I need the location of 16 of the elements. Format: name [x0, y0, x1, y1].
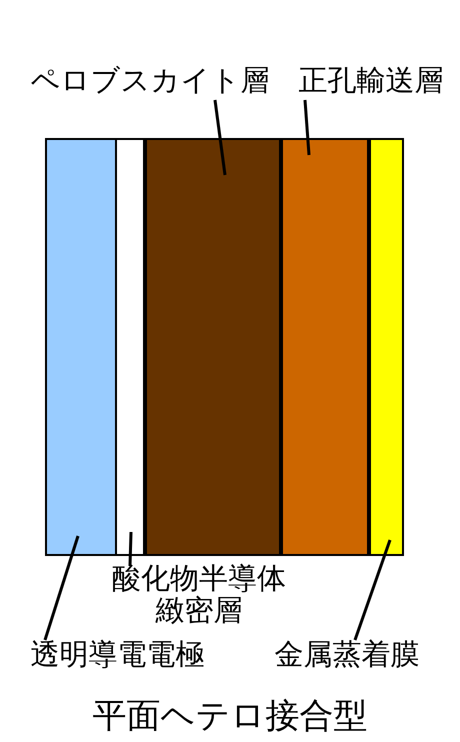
leader-line [214, 100, 226, 176]
leader-line [304, 100, 310, 156]
layer-label: 正孔輸送層 [286, 64, 456, 96]
layer-label: 金属蒸着膜 [252, 638, 442, 670]
leader-line [354, 540, 392, 640]
metal-layer [369, 138, 404, 556]
oxide-layer [115, 138, 145, 556]
electrode-layer [45, 138, 117, 556]
leader-line [128, 532, 132, 566]
leader-line [44, 536, 80, 640]
perovskite-layer [145, 138, 281, 556]
transport-layer [281, 138, 369, 556]
layer-label: 透明導電電極 [10, 638, 225, 670]
layer-label: 酸化物半導体緻密層 [104, 562, 294, 626]
layer-label: ペロブスカイト層 [30, 64, 270, 96]
caption: 平面ヘテロ接合型 [92, 696, 368, 736]
